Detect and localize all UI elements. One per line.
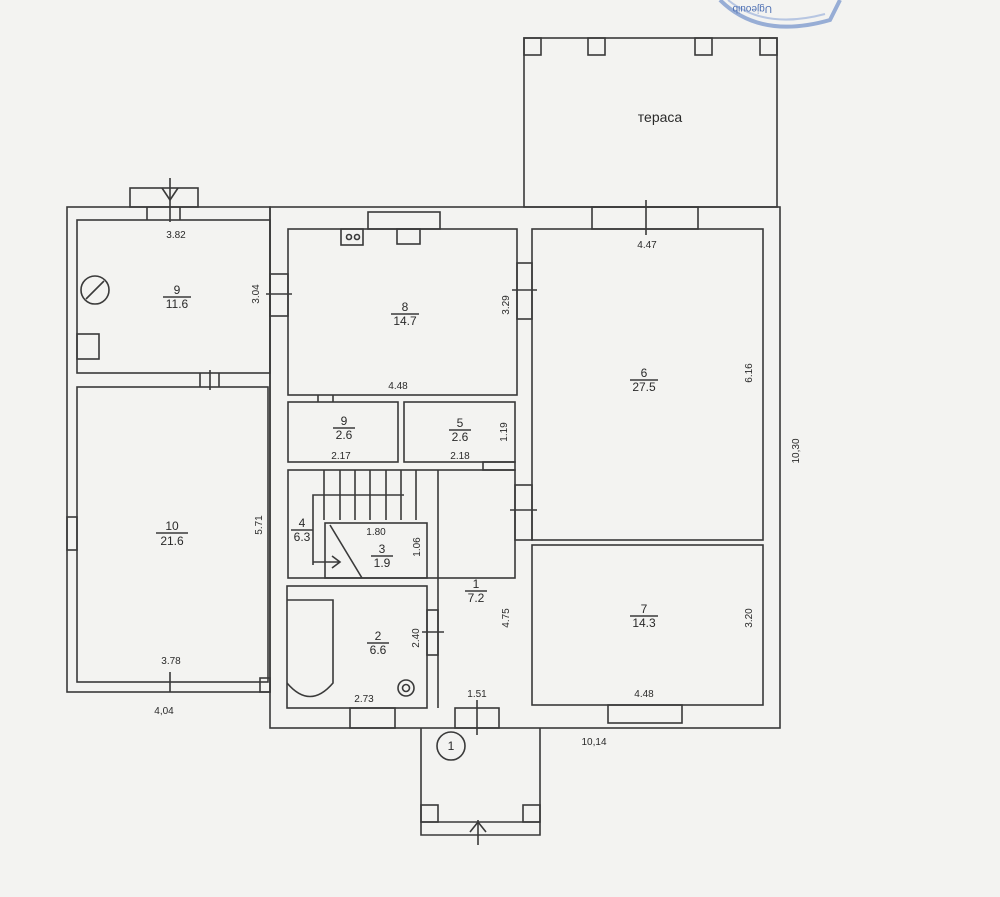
dim-room5-width: 2.18 <box>450 451 470 462</box>
terrace-label: тераса <box>638 109 683 125</box>
svg-text:1.9: 1.9 <box>374 556 391 570</box>
dim-room9-width: 3.82 <box>166 230 186 241</box>
svg-text:6: 6 <box>641 366 648 380</box>
dim-left-outer-width: 4,04 <box>154 706 174 717</box>
svg-text:14.3: 14.3 <box>632 616 656 630</box>
left-wing <box>66 178 271 693</box>
entrance-marker-label: 1 <box>448 739 455 753</box>
terrace: тераса <box>523 37 778 208</box>
svg-text:4: 4 <box>299 516 306 530</box>
room-3-label: 31.9 <box>371 542 393 570</box>
dim-room1-height: 4.75 <box>501 608 512 628</box>
svg-text:2: 2 <box>375 629 382 643</box>
room-8-label: 814.7 <box>391 300 419 328</box>
svg-text:11.6: 11.6 <box>166 297 189 311</box>
svg-text:10: 10 <box>165 519 179 533</box>
svg-text:21.6: 21.6 <box>160 534 184 548</box>
dimension-labels: 3.82 3.04 4.48 3.29 2.17 2.18 1.19 5.71 … <box>154 230 802 748</box>
room-2-label: 26.6 <box>367 629 389 657</box>
svg-text:6.3: 6.3 <box>294 530 311 544</box>
dim-room6-height: 6.16 <box>744 363 755 383</box>
svg-text:9: 9 <box>341 414 348 428</box>
svg-text:1: 1 <box>473 577 480 591</box>
svg-text:2.6: 2.6 <box>336 428 353 442</box>
dim-room6-width: 4.47 <box>637 240 657 251</box>
stamp-text: Ugjeouib <box>732 3 772 14</box>
dim-room8-height: 3.29 <box>501 295 512 315</box>
room-9-small-label: 92.6 <box>333 414 355 442</box>
svg-text:7.2: 7.2 <box>468 591 485 605</box>
svg-text:5: 5 <box>457 416 464 430</box>
dim-room2-width: 2.73 <box>354 694 374 705</box>
stamp: Ugjeouib <box>718 0 842 29</box>
svg-text:8: 8 <box>402 300 409 314</box>
svg-text:14.7: 14.7 <box>393 314 417 328</box>
dim-room10-height: 5.71 <box>254 515 265 535</box>
room-5-label: 52.6 <box>449 416 471 444</box>
dim-room9s-width: 2.17 <box>331 451 351 462</box>
svg-text:7: 7 <box>641 602 648 616</box>
svg-text:6.6: 6.6 <box>370 643 387 657</box>
porch: 1 <box>420 728 541 845</box>
svg-text:3: 3 <box>379 542 386 556</box>
svg-text:9: 9 <box>174 283 181 297</box>
dim-room1-width: 1.51 <box>467 689 487 700</box>
room-7-label: 714.3 <box>630 602 658 630</box>
dim-room3-height: 1.06 <box>412 537 423 557</box>
svg-text:2.6: 2.6 <box>452 430 469 444</box>
dim-room9-height: 3.04 <box>251 284 262 304</box>
dim-room8-width: 4.48 <box>388 381 408 392</box>
dim-building-width: 10,14 <box>581 737 606 748</box>
dim-room10-width: 3.78 <box>161 656 181 667</box>
stairs <box>312 470 439 708</box>
dim-room7-width: 4.48 <box>634 689 654 700</box>
room-6-label: 627.5 <box>630 366 658 394</box>
boiler-icon <box>80 275 110 305</box>
main-building <box>266 200 781 735</box>
dim-room5-height: 1.19 <box>499 422 510 442</box>
dim-room3-width: 1.80 <box>366 527 386 538</box>
room-4-label: 46.3 <box>291 516 313 544</box>
dim-room2-height: 2.40 <box>411 628 422 648</box>
room-1-label: 17.2 <box>465 577 487 605</box>
svg-text:27.5: 27.5 <box>632 380 656 394</box>
room-9-label: 911.6 <box>163 283 191 311</box>
dim-building-depth: 10,30 <box>791 438 802 463</box>
dim-room7-height: 3.20 <box>744 608 755 628</box>
entrance-marker <box>436 731 466 761</box>
